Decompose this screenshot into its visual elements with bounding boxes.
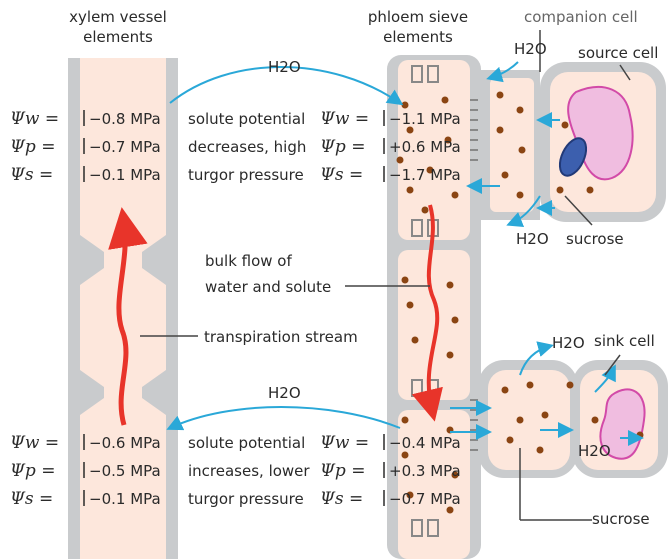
middle-bottom-line1: solute potential <box>188 434 305 452</box>
psi-p-phloem-bottom-symbol: Ψp = <box>320 461 365 481</box>
companion-cell <box>478 70 540 220</box>
companion-cell-label: companion cell <box>524 8 638 26</box>
psi-p-phloem-bottom: +0.3 MPa <box>389 462 461 480</box>
middle-bottom-line3: turgor pressure <box>188 490 304 508</box>
psi-s-phloem-bottom: −0.7 MPa <box>389 490 461 508</box>
xylem-header-line1: xylem vessel <box>69 8 167 26</box>
h2o-companion-out: H2O <box>516 230 549 248</box>
transpiration-label: transpiration stream <box>204 328 358 346</box>
psi-s-xylem-bottom: −0.1 MPa <box>89 490 161 508</box>
sink-cell-label: sink cell <box>594 332 655 350</box>
source-cell-label: source cell <box>578 44 658 62</box>
psi-w-xylem-top: −0.8 MPa <box>89 110 161 128</box>
sucrose-label-bottom: sucrose <box>592 510 650 528</box>
psi-w-phloem-bottom-symbol: Ψw = <box>320 433 369 453</box>
sucrose-label-top: sucrose <box>566 230 624 248</box>
h2o-sink-in: H2O <box>552 334 585 352</box>
psi-w-phloem-top-symbol: Ψw = <box>320 109 369 129</box>
h2o-sink-out: H2O <box>578 442 611 460</box>
psi-p-xylem-top-symbol: Ψp = <box>10 137 55 157</box>
psi-s-phloem-top: −1.7 MPa <box>389 166 461 184</box>
psi-p-xylem-top: −0.7 MPa <box>89 138 161 156</box>
psi-s-xylem-top: −0.1 MPa <box>89 166 161 184</box>
source-cell <box>540 62 666 222</box>
bulk-flow-line2: water and solute <box>205 278 331 296</box>
middle-top-line1: solute potential <box>188 110 305 128</box>
psi-p-phloem-top: +0.6 MPa <box>389 138 461 156</box>
psi-s-phloem-bottom-symbol: Ψs = <box>320 489 363 509</box>
h2o-companion-in: H2O <box>514 40 547 58</box>
psi-s-xylem-bottom-symbol: Ψs = <box>10 489 53 509</box>
bulk-flow-line1: bulk flow of <box>205 252 292 270</box>
middle-top-line2: decreases, high <box>188 138 306 156</box>
water-arrow-bottom <box>170 407 400 428</box>
xylem-vessel <box>68 58 178 559</box>
psi-w-phloem-top: −1.1 MPa <box>389 110 461 128</box>
h2o-bottom-label: H2O <box>268 384 301 402</box>
h2o-top-label: H2O <box>268 58 301 76</box>
psi-s-xylem-top-symbol: Ψs = <box>10 165 53 185</box>
psi-w-xylem-bottom: −0.6 MPa <box>89 434 161 452</box>
psi-p-xylem-bottom: −0.5 MPa <box>89 462 161 480</box>
psi-p-phloem-top-symbol: Ψp = <box>320 137 365 157</box>
xylem-header-line2: elements <box>83 28 153 46</box>
psi-w-phloem-bottom: −0.4 MPa <box>389 434 461 452</box>
middle-top-line3: turgor pressure <box>188 166 304 184</box>
psi-s-phloem-top-symbol: Ψs = <box>320 165 363 185</box>
psi-w-xylem-top-symbol: Ψw = <box>10 109 59 129</box>
sink-cells <box>478 360 668 478</box>
middle-bottom-line2: increases, lower <box>188 462 310 480</box>
phloem-sieve-tube <box>387 55 490 559</box>
xylem-lumen <box>80 58 166 559</box>
phloem-header-line2: elements <box>383 28 453 46</box>
psi-w-xylem-bottom-symbol: Ψw = <box>10 433 59 453</box>
psi-p-xylem-bottom-symbol: Ψp = <box>10 461 55 481</box>
phloem-header-line1: phloem sieve <box>368 8 468 26</box>
